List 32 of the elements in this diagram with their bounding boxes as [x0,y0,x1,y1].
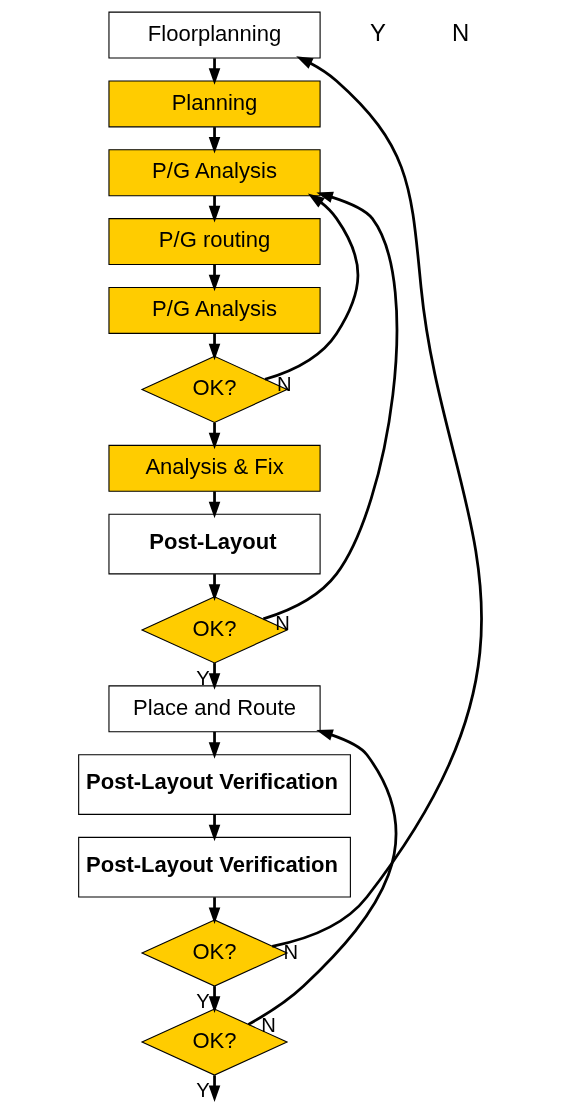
node-box: Post-Layout [108,513,321,575]
arrow [208,264,221,292]
arrow [208,731,221,759]
label: Y [369,18,386,46]
node-box: Place and Route [108,685,321,733]
node-box: Floorplanning [108,11,321,59]
node-box: Planning [108,80,321,128]
arrow [208,574,221,601]
node-box: P/G routing [108,218,321,266]
arrow [264,193,360,381]
arrow [262,191,399,621]
arrow [208,127,221,154]
arrow [208,986,221,1013]
node-box: Post-Layout Verification [78,836,351,898]
edge-label: N [261,1013,276,1036]
arrow [208,1075,221,1103]
label: N [451,18,470,46]
arrow [208,333,221,361]
node-box: Post-Layout Verification [78,754,351,815]
edge-label: Y [196,1079,210,1102]
node-box: P/G Analysis [108,149,321,197]
arrow [208,196,221,223]
arrow [208,814,221,842]
arrow [208,58,221,85]
arrow [208,491,221,519]
arrow [208,663,221,690]
arrow [247,729,398,1026]
arrow [208,422,221,450]
arrow [271,56,483,948]
arrow [208,897,221,924]
node-box: Analysis & Fix [108,444,321,492]
node-box: P/G Analysis [108,286,321,334]
